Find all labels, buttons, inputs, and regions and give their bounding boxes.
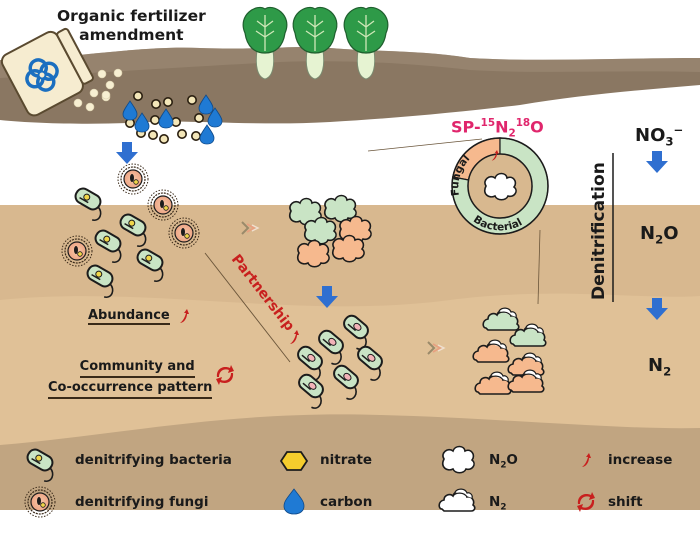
ring-connector-line [537,229,541,305]
title-line-1: Organic fertilizer [57,7,206,25]
legend-label-increase: increase [608,452,673,468]
legend-label-bacteria: denitrifying bacteria [75,452,232,468]
community-line-1: Community and [79,357,195,378]
legend-label-n2: N2 [489,494,507,513]
flower-logo-icon [25,58,59,92]
ring-connector-line [367,138,483,152]
n2o-cloud-icon [442,445,475,474]
community-label: Community and Co-occurrence pattern [48,357,213,399]
denitrification-heading: Denitrification [589,162,609,300]
topsoil-highlight [0,47,700,78]
isotope-label: SP-15N218O [451,117,544,140]
legend [19,445,595,518]
legend-label-n2o: N2O [489,452,518,471]
pathway-step-nitrate: NO3− [635,123,684,149]
title-line-2: amendment [79,26,184,44]
nitrate-hexagon-icon [279,451,309,471]
legend-label-carbon: carbon [320,494,373,510]
fertilizer-bag-icon [0,27,94,117]
bok-choy-icon [242,6,288,80]
partnership-divider [204,252,291,363]
abundance-label: Abundance [88,308,170,325]
legend-label-nitrate: nitrate [320,452,373,468]
legend-label-shift: shift [608,494,643,510]
carbon-droplet-icon [283,488,305,515]
isotope-ring-chart: Fungal Bacterial [449,137,549,235]
plant-icons [242,6,389,80]
bottom-margin [0,510,700,536]
community-line-2: Co-occurrence pattern [48,378,213,399]
bok-choy-icon [292,6,338,80]
pathway-step-n2: N2 [648,355,672,379]
legend-soil-band [0,414,700,510]
legend-label-fungi: denitrifying fungi [75,494,209,510]
pathway-step-n2o: N2O [640,223,679,247]
bok-choy-icon [343,6,389,80]
n2o-cloud-icon [484,172,517,201]
title: Organic fertilizer amendment [57,7,206,45]
